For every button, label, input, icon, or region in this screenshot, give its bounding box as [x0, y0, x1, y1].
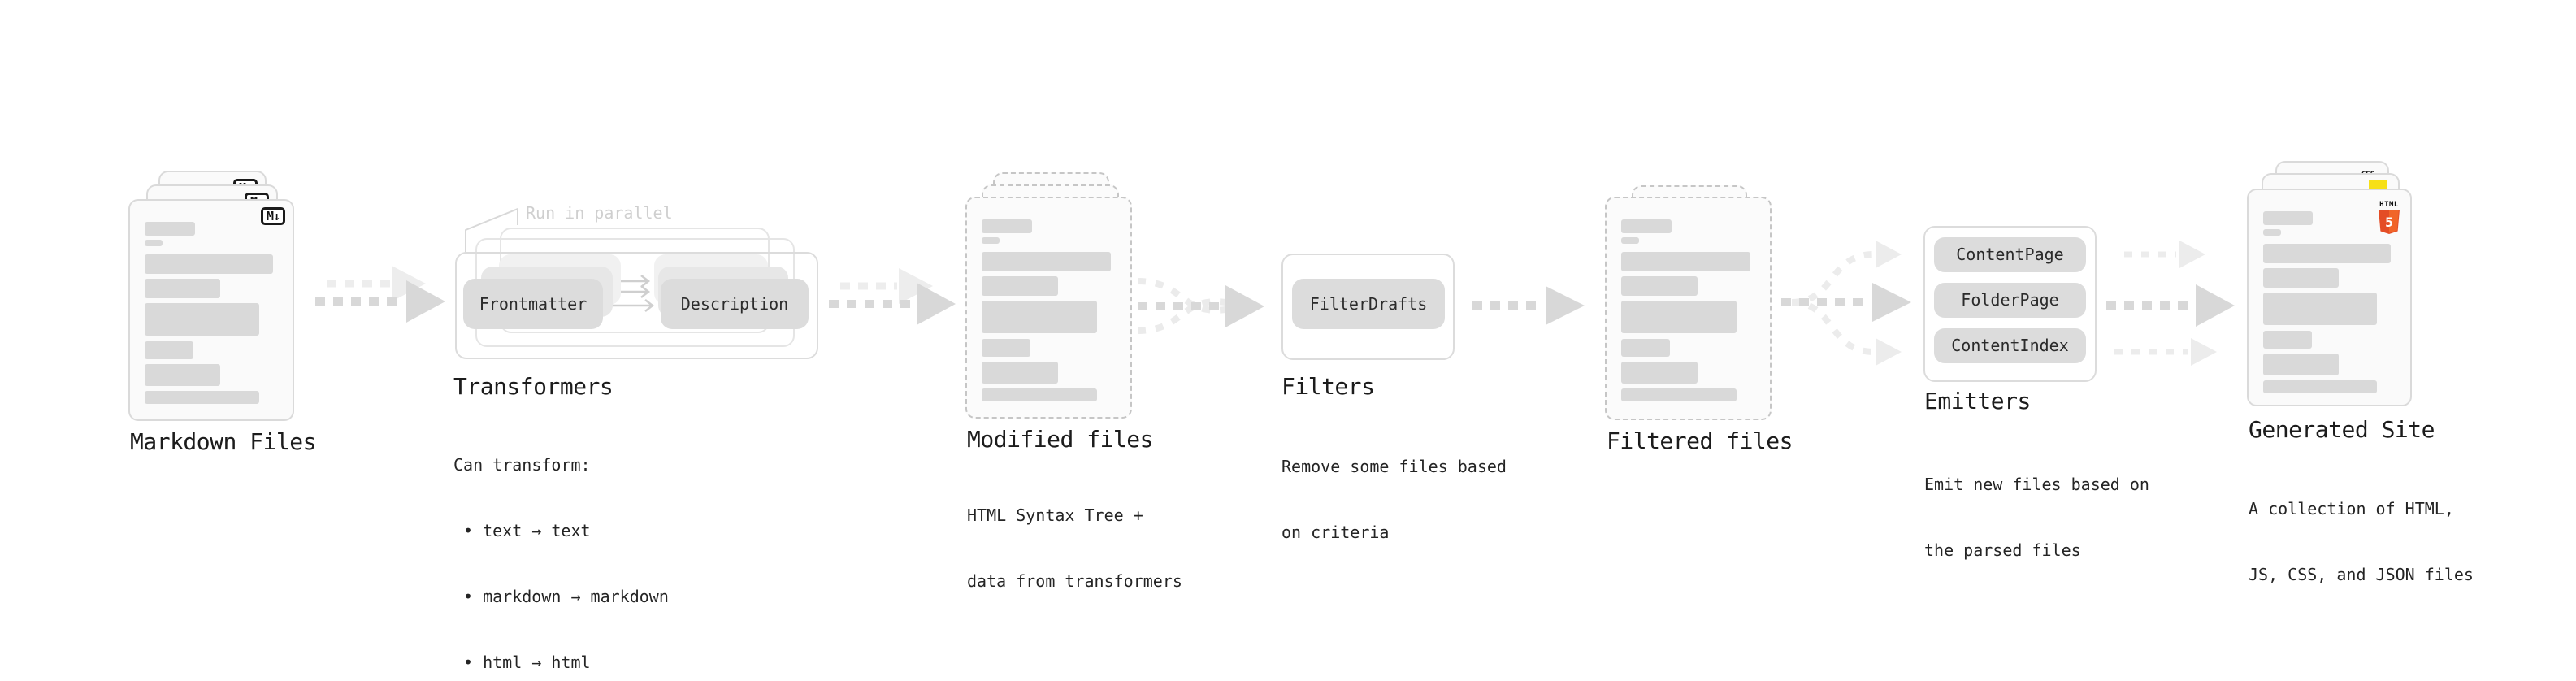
markdown-file-card-front: M↓	[128, 199, 294, 421]
javascript-icon	[2369, 180, 2387, 191]
generated-site-description: A collection of HTML, JS, CSS, and JSON …	[2249, 454, 2474, 630]
skeleton-line	[2263, 229, 2281, 236]
skeleton-line	[1621, 276, 1698, 296]
filters-label: Filters	[1281, 373, 1375, 400]
skeleton-line	[982, 219, 1032, 233]
skeleton-line	[145, 254, 273, 274]
html5-icon: HTML 5	[2377, 194, 2401, 234]
skeleton-line	[145, 303, 259, 336]
svg-text:5: 5	[2385, 215, 2393, 230]
contentpage-pill: ContentPage	[1934, 237, 2086, 272]
skeleton-line	[2263, 244, 2391, 263]
generated-site-label: Generated Site	[2249, 416, 2435, 443]
skeleton-line	[1621, 301, 1737, 333]
modified-files-stack	[965, 172, 1132, 419]
emitters-label: Emitters	[1924, 388, 2031, 414]
skeleton-line	[982, 237, 1000, 244]
skeleton-line	[1621, 388, 1737, 401]
skeleton-line	[982, 388, 1097, 401]
skeleton-line	[2263, 211, 2314, 225]
skeleton-line	[1621, 362, 1698, 384]
filtered-files-label: Filtered files	[1607, 427, 1793, 454]
description-line: HTML Syntax Tree +	[967, 505, 1143, 525]
modified-files-label: Modified files	[967, 426, 1154, 453]
markdown-icon: M↓	[260, 207, 285, 225]
arrow-emitters-to-generated	[2106, 241, 2235, 366]
markdown-files-stack: M↓ M↓ M↓	[128, 171, 294, 421]
description-line: • text → text	[463, 521, 591, 540]
skeleton-line	[982, 276, 1058, 296]
skeleton-line	[2263, 331, 2312, 349]
file-skeleton-lines	[145, 222, 273, 404]
description-line: the parsed files	[1924, 540, 2081, 560]
filtered-file-card-front	[1605, 197, 1772, 420]
description-line: • markdown → markdown	[463, 587, 669, 606]
file-skeleton-lines	[2263, 211, 2391, 393]
description-line: JS, CSS, and JSON files	[2249, 565, 2474, 584]
skeleton-line	[1621, 237, 1640, 244]
description-line: • html → html	[463, 653, 591, 672]
skeleton-line	[2263, 268, 2339, 288]
skeleton-line	[1621, 252, 1750, 271]
file-skeleton-lines	[982, 219, 1111, 401]
skeleton-line	[982, 339, 1031, 357]
filters-description: Remove some files based on criteria	[1281, 412, 1507, 588]
transformers-label: Transformers	[453, 373, 614, 400]
file-skeleton-lines	[1621, 219, 1750, 401]
skeleton-line	[2263, 354, 2339, 375]
skeleton-line	[145, 341, 194, 359]
folderpage-pill: FolderPage	[1934, 283, 2086, 318]
description-line: Remove some files based	[1281, 457, 1507, 476]
description-line: A collection of HTML,	[2249, 499, 2454, 518]
skeleton-line	[2263, 293, 2377, 325]
filtered-files-stack	[1605, 185, 1772, 420]
emitters-description: Emit new files based on the parsed files	[1924, 430, 2149, 605]
description-line: Can transform:	[453, 455, 591, 475]
frontmatter-pill: Frontmatter	[463, 279, 603, 329]
skeleton-line	[145, 222, 195, 236]
skeleton-line	[1621, 219, 1672, 233]
filterdrafts-pill: FilterDrafts	[1292, 279, 1445, 329]
skeleton-line	[145, 391, 259, 404]
run-in-parallel-note: Run in parallel	[526, 203, 673, 223]
skeleton-line	[145, 279, 221, 298]
arrow-markdown-to-transformers	[315, 266, 445, 323]
markdown-files-label: Markdown Files	[130, 428, 317, 455]
arrow-modified-to-filters-merge	[1137, 278, 1264, 334]
skeleton-line	[2263, 380, 2377, 393]
emitters-box	[1923, 226, 2097, 382]
filters-box	[1281, 254, 1455, 360]
skeleton-line	[1621, 339, 1671, 357]
skeleton-line	[982, 252, 1111, 271]
description-line: on criteria	[1281, 523, 1390, 542]
skeleton-line	[982, 362, 1058, 384]
contentindex-pill: ContentIndex	[1934, 328, 2086, 363]
skeleton-line	[145, 364, 221, 386]
modified-file-card-front	[965, 197, 1132, 419]
description-line: Emit new files based on	[1924, 475, 2149, 494]
arrow-transformers-to-modified	[829, 268, 956, 325]
modified-files-description: HTML Syntax Tree + data from transformer…	[967, 461, 1182, 636]
generated-site-stack: CSS HTML 5	[2247, 161, 2412, 406]
transformers-description: Can transform: • text → text • markdown …	[453, 410, 669, 681]
transformers-box-front	[455, 252, 818, 359]
html-file-card: HTML 5	[2247, 189, 2412, 406]
skeleton-line	[145, 240, 163, 246]
description-pill: Description	[661, 279, 809, 329]
skeleton-line	[982, 301, 1097, 333]
arrow-filters-to-filtered	[1472, 286, 1585, 325]
arrow-filtered-to-emitters-fanout	[1781, 241, 1911, 366]
description-line: data from transformers	[967, 571, 1182, 591]
